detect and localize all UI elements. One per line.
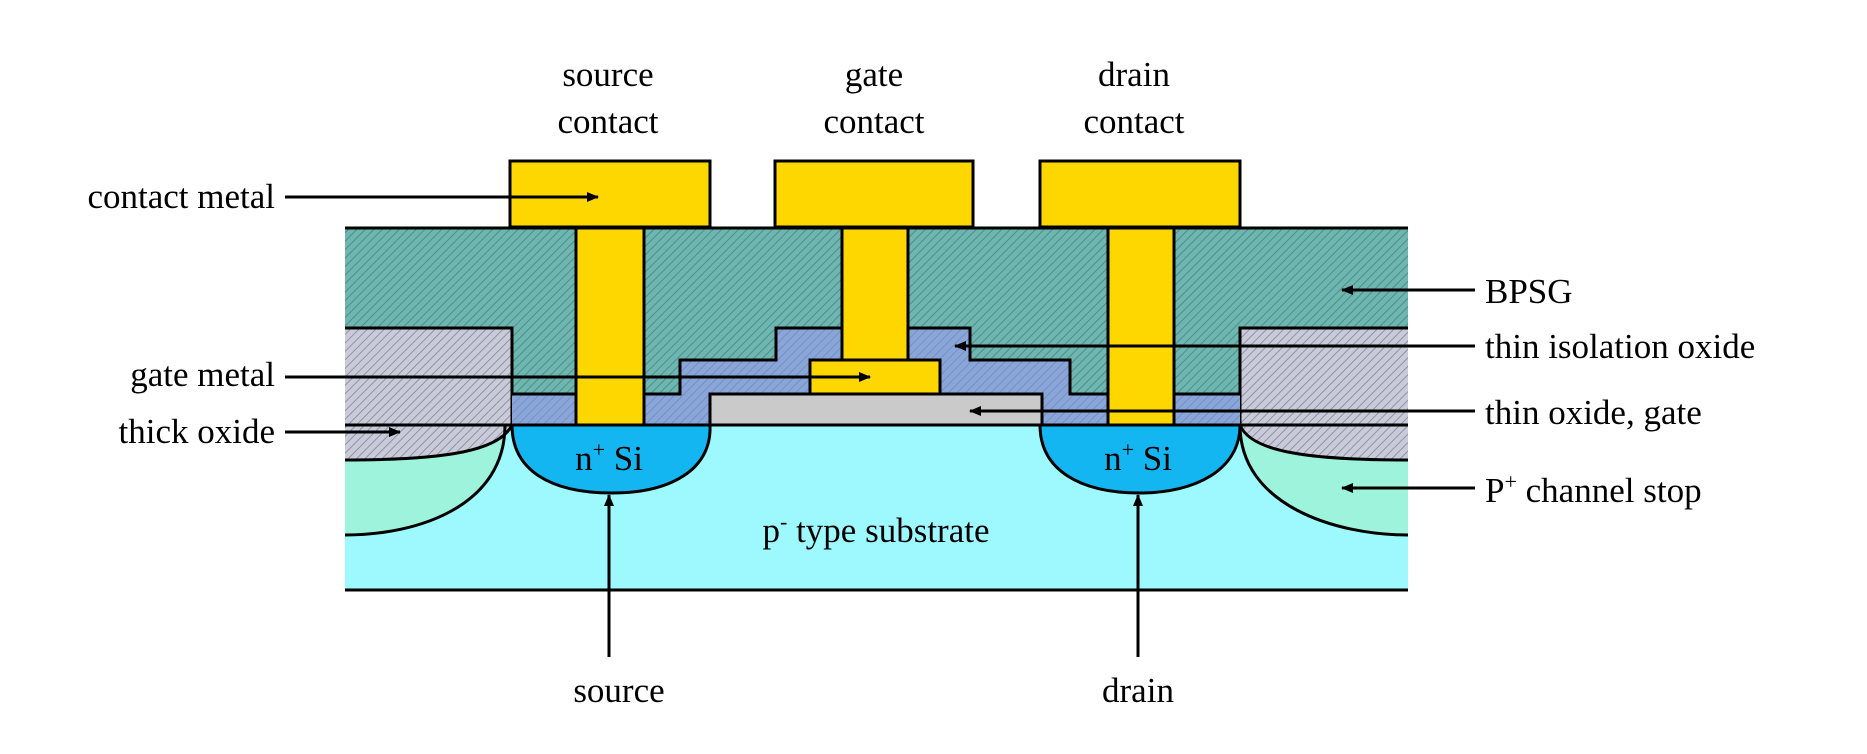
drain-contact-label-line1: drain — [1098, 55, 1170, 94]
drain-label: drain — [1102, 671, 1174, 710]
gate-contact-label-line1: gate — [845, 55, 903, 94]
source-n-plus-label: n+ Si — [575, 437, 643, 478]
drain-contact-label-line2: contact — [1083, 102, 1184, 141]
gate-via — [840, 226, 910, 362]
bpsg-label: BPSG — [1485, 272, 1573, 311]
contact-metal-label: contact metal — [87, 177, 275, 216]
source-contact-pad — [508, 159, 712, 229]
channel-stop-label: P+ channel stop — [1485, 469, 1702, 510]
thick-oxide-label: thick oxide — [119, 412, 276, 451]
drain-via — [1106, 226, 1176, 427]
gate-contact-label-line2: contact — [823, 102, 924, 141]
source-n-plus-well — [510, 423, 712, 495]
source-label: source — [573, 671, 664, 710]
drain-n-plus-well — [1038, 423, 1242, 495]
source-contact-label-line2: contact — [557, 102, 658, 141]
left-thick-oxide — [345, 328, 512, 460]
source-contact-label-line1: source — [562, 55, 653, 94]
thin-isolation-oxide-label: thin isolation oxide — [1485, 327, 1755, 366]
drain-contact-pad — [1038, 159, 1242, 229]
substrate-label: p- type substrate — [762, 509, 989, 550]
drain-n-plus-label: n+ Si — [1104, 437, 1172, 478]
right-thick-oxide — [1240, 328, 1408, 460]
source-via — [574, 226, 646, 427]
thin-oxide-gate-label: thin oxide, gate — [1485, 393, 1702, 432]
gate-metal-label: gate metal — [130, 355, 275, 394]
gate-contact-pad — [773, 159, 975, 229]
